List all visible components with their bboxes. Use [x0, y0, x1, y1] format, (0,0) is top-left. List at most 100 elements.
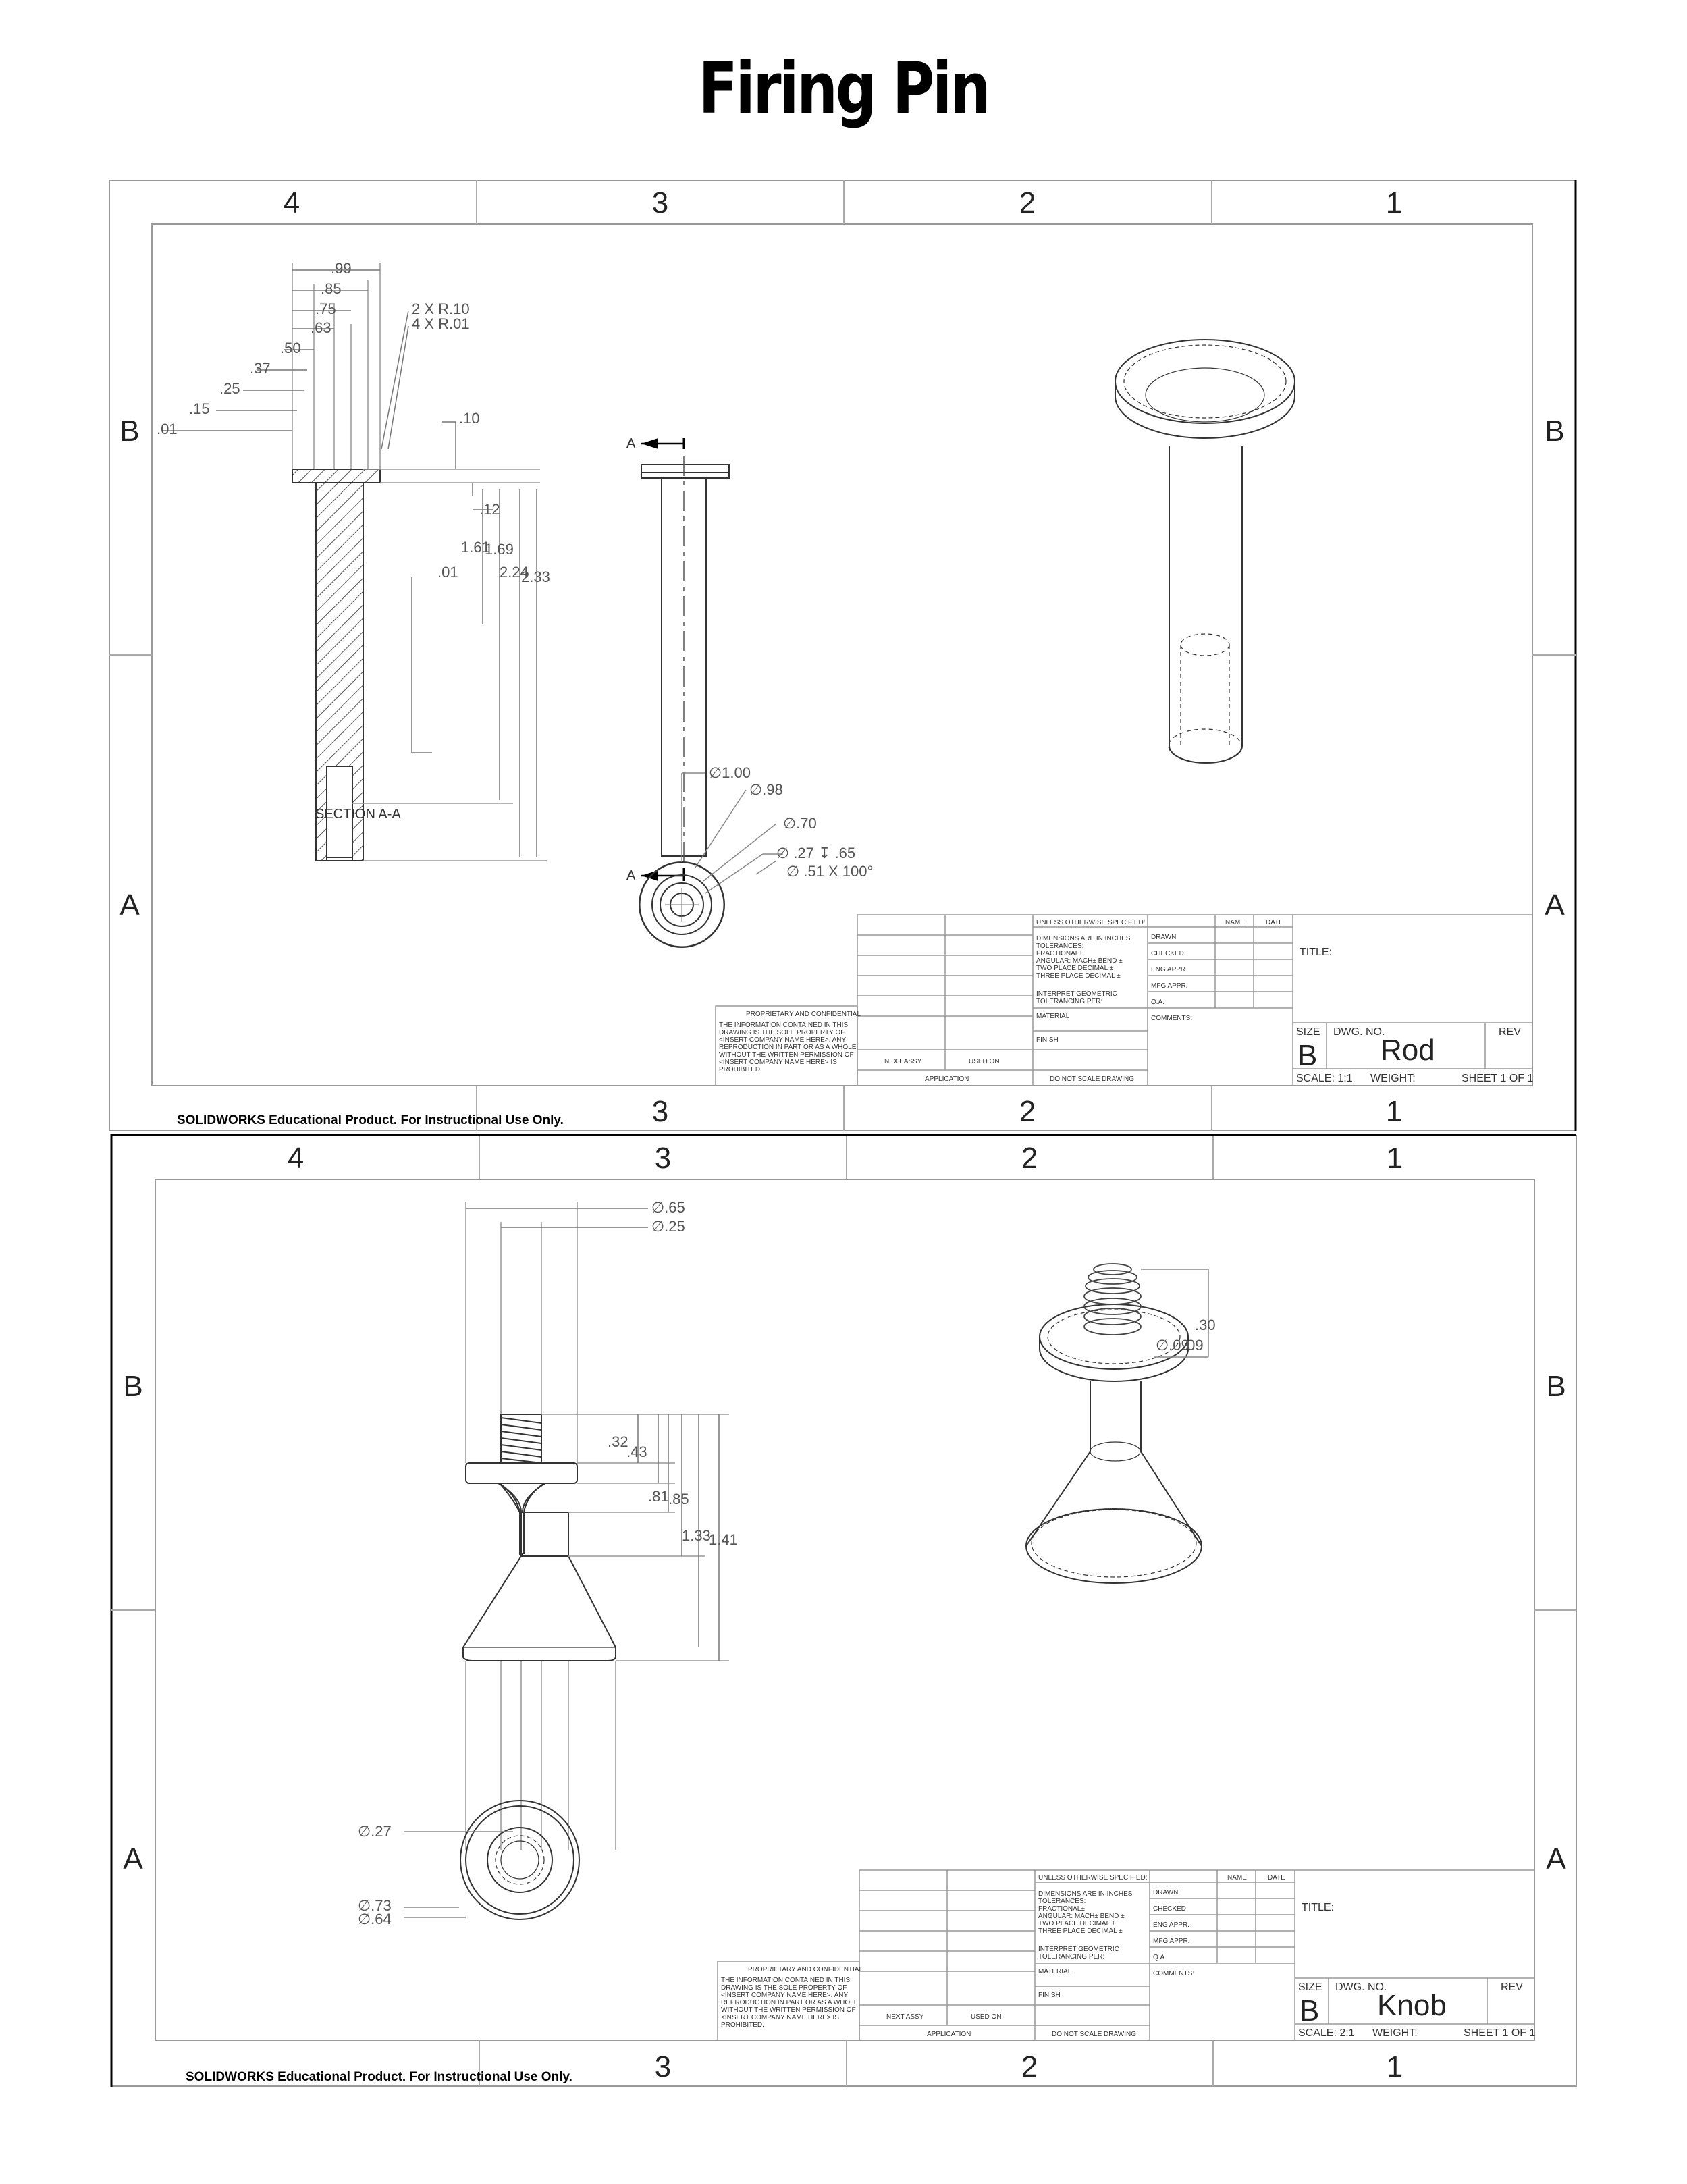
tb-title-label: TITLE:	[1300, 947, 1332, 958]
iso-dim-0: .30	[1195, 1316, 1216, 1333]
zone-row-a-right: A	[1545, 888, 1565, 922]
tb-next-assy: NEXT ASSY	[886, 2013, 924, 2021]
dim-knob-v-3: .85	[668, 1491, 689, 1508]
tb-prop-line-4: WITHOUT THE WRITTEN PERMISSION OF	[721, 2006, 856, 2014]
tb-interpret: INTERPRET GEOMETRIC	[1036, 990, 1117, 998]
dim-knob-v-2: .81	[648, 1488, 669, 1505]
dim-knob-dia-top-0: ∅.65	[651, 1199, 685, 1216]
tb-proprietary: PROPRIETARY AND CONFIDENTIAL	[746, 1011, 861, 1018]
dim-knob-v-1: .43	[626, 1443, 647, 1460]
tb-dwg-no: DWG. NO.	[1335, 1981, 1387, 1993]
dim-knob-dia-bottom-2: ∅.64	[358, 1911, 392, 1927]
tb-prop-line-5: <INSERT COMPANY NAME HERE> IS	[721, 2014, 839, 2021]
front-view-rod: A A	[626, 436, 730, 883]
zone-row-a-left: A	[123, 1842, 143, 1875]
dim-rod-h-1: .85	[321, 280, 342, 297]
dim-rod-v-4: .01	[437, 564, 458, 581]
tb-prop-line-3: REPRODUCTION IN PART OR AS A WHOLE	[719, 1044, 857, 1051]
iso-dim-2: .09	[1183, 1337, 1204, 1354]
tb-prop-line-5: <INSERT COMPANY NAME HERE> IS	[719, 1059, 837, 1066]
tb-dims-in: DIMENSIONS ARE IN INCHES	[1038, 1890, 1133, 1898]
page-title: Firing Pin	[698, 47, 991, 130]
tb-drawn: DRAWN	[1151, 934, 1176, 941]
dim-rod-h-2: .75	[315, 300, 336, 317]
tb-two-place: TWO PLACE DECIMAL ±	[1036, 965, 1114, 972]
zone-row-b-left: B	[119, 415, 139, 448]
tb-scale: SCALE: 2:1	[1298, 2027, 1355, 2039]
tb-used-on: USED ON	[969, 1058, 1000, 1065]
dim-knob-v-5: 1.41	[709, 1531, 738, 1548]
dim-rod-dia-0: ∅1.00	[709, 764, 751, 781]
tb-do-not-scale: DO NOT SCALE DRAWING	[1050, 1075, 1134, 1083]
tb-date: DATE	[1266, 919, 1283, 926]
tb-prop-line-0: THE INFORMATION CONTAINED IN THIS	[721, 1977, 850, 1984]
tb-angular: ANGULAR: MACH± BEND ±	[1036, 957, 1123, 965]
tb-finish: FINISH	[1038, 1992, 1061, 1999]
tb-weight: WEIGHT:	[1372, 2027, 1418, 2039]
tb-proprietary: PROPRIETARY AND CONFIDENTIAL	[748, 1966, 863, 1973]
tb-rev: REV	[1499, 1026, 1521, 1038]
tb-date: DATE	[1268, 1874, 1285, 1882]
iso-dim-1: ∅.09	[1156, 1337, 1189, 1354]
note-rod-radius-1: 4 X R.01	[412, 315, 470, 332]
tb-part-name: Rod	[1381, 1034, 1435, 1067]
dim-rod-v-3: 1.69	[485, 541, 514, 558]
zone-col-3: 3	[655, 1142, 671, 1175]
section-marker-bottom: A	[626, 868, 636, 883]
dim-rod-h-3: .63	[311, 319, 331, 336]
isometric-view-knob: .30 ∅.09 .09	[1025, 1263, 1216, 1584]
front-view-knob: ∅.65 ∅.25 .32 .43 .81 .85 1.33 1.41	[462, 1199, 738, 1850]
tb-two-place: TWO PLACE DECIMAL ±	[1038, 1920, 1116, 1927]
dim-rod-v-5: 2.24	[500, 564, 529, 581]
zone-row-b-left: B	[123, 1370, 142, 1403]
zone-col-2: 2	[1021, 1142, 1038, 1175]
tb-comments: COMMENTS:	[1153, 1970, 1194, 1977]
tb-checked: CHECKED	[1153, 1905, 1186, 1913]
zone-col-2: 2	[1019, 186, 1036, 219]
tb-mfg-appr: MFG APPR.	[1151, 982, 1187, 990]
zone-col-1-bottom: 1	[1386, 1095, 1402, 1128]
tb-rev: REV	[1501, 1981, 1523, 1993]
section-view-a-a: .99 .85 .75 .63 .50 .37 .25 .15 .01 2 X …	[157, 260, 550, 861]
zone-col-1: 1	[1387, 1142, 1403, 1175]
dim-knob-dia-bottom-0: ∅.27	[358, 1823, 392, 1840]
zone-col-3-bottom: 3	[655, 2050, 671, 2083]
tb-used-on: USED ON	[971, 2013, 1002, 2021]
tb-prop-line-2: <INSERT COMPANY NAME HERE>. ANY	[719, 1036, 847, 1044]
tb-dims-in: DIMENSIONS ARE IN INCHES	[1036, 935, 1131, 942]
tb-drawn: DRAWN	[1153, 1889, 1178, 1896]
tb-sheet: SHEET 1 OF 1	[1464, 2027, 1536, 2039]
dim-rod-v-6: 2.33	[521, 568, 550, 585]
tb-application: APPLICATION	[927, 2031, 971, 2038]
zone-col-2-bottom: 2	[1019, 1095, 1036, 1128]
dim-rod-h-7: .15	[189, 400, 210, 417]
tb-finish: FINISH	[1036, 1036, 1059, 1044]
tb-tolerances: TOLERANCES:	[1036, 942, 1083, 950]
dim-rod-v-2: 1.61	[461, 539, 490, 556]
tb-prop-line-0: THE INFORMATION CONTAINED IN THIS	[719, 1021, 848, 1029]
dim-rod-v-1: .12	[479, 501, 500, 518]
hole-callout-1: ∅ .51 X 100°	[786, 863, 873, 880]
bottom-view-knob: ∅.27 ∅.73 ∅.64	[358, 1800, 580, 1927]
tb-unless: UNLESS OTHERWISE SPECIFIED:	[1036, 919, 1146, 926]
tb-interpret: INTERPRET GEOMETRIC	[1038, 1946, 1119, 1953]
section-marker-top: A	[626, 436, 636, 451]
tb-eng-appr: ENG APPR.	[1151, 966, 1187, 974]
title-block-knob	[717, 1869, 1535, 2041]
watermark: SOLIDWORKS Educational Product. For Inst…	[177, 1113, 564, 1127]
dim-knob-v-0: .32	[608, 1433, 628, 1450]
dim-knob-dia-bottom-1: ∅.73	[358, 1897, 392, 1914]
tb-name: NAME	[1227, 1874, 1247, 1882]
dim-knob-dia-top-1: ∅.25	[651, 1218, 685, 1235]
zone-row-a-right: A	[1546, 1842, 1566, 1875]
tb-size-label: SIZE	[1298, 1981, 1322, 1993]
tb-scale: SCALE: 1:1	[1296, 1073, 1353, 1084]
tb-size: B	[1300, 1994, 1319, 2027]
zone-row-b-right: B	[1545, 415, 1564, 448]
tb-three-place: THREE PLACE DECIMAL ±	[1036, 972, 1121, 980]
tb-tolerancing: TOLERANCING PER:	[1036, 998, 1102, 1005]
tb-part-name: Knob	[1377, 1989, 1447, 2022]
zone-col-2-bottom: 2	[1021, 2050, 1038, 2083]
hole-callout-0: ∅ .27 ↧ .65	[776, 845, 855, 861]
tb-eng-appr: ENG APPR.	[1153, 1921, 1189, 1929]
